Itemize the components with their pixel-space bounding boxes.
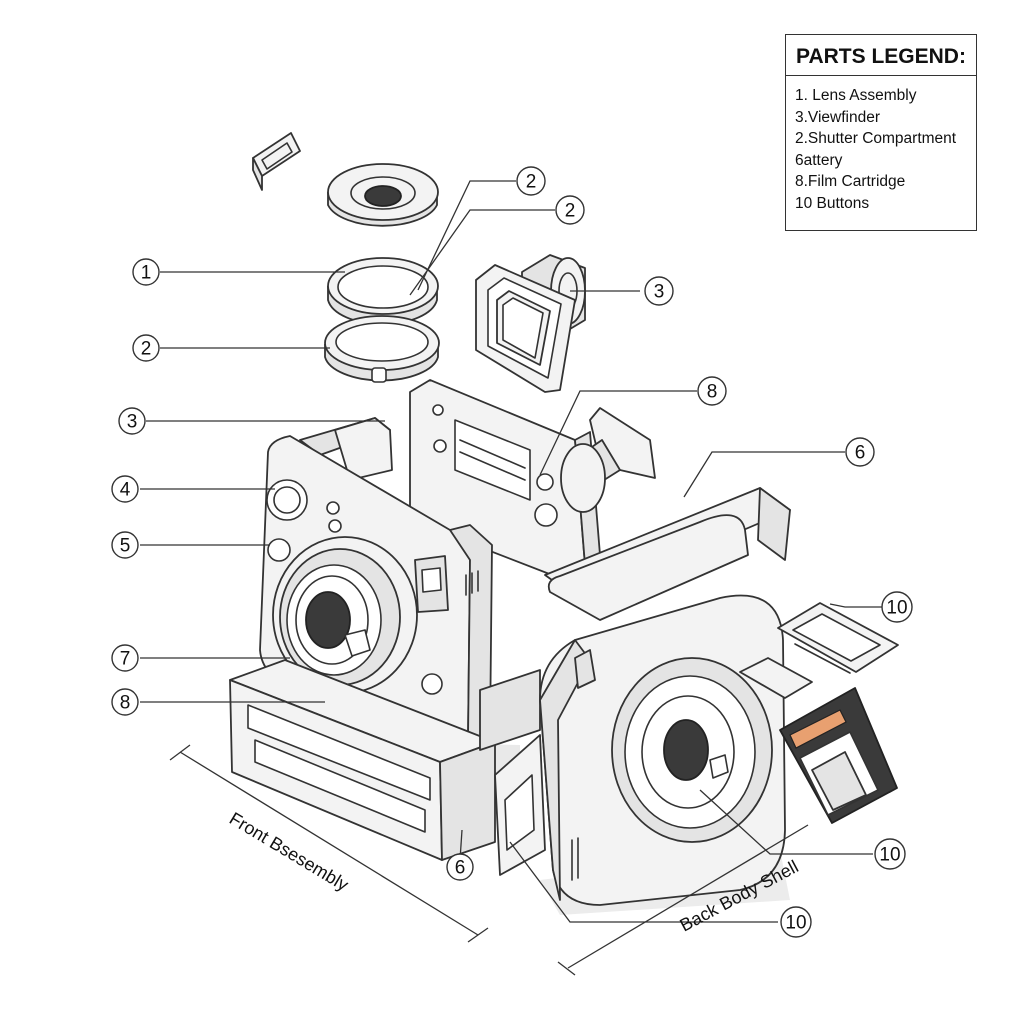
svg-text:4: 4: [120, 480, 131, 501]
legend-item: 6attery: [795, 151, 843, 169]
svg-text:10: 10: [785, 913, 806, 934]
svg-text:2: 2: [141, 339, 152, 360]
svg-text:10: 10: [879, 845, 900, 866]
svg-text:7: 7: [120, 649, 131, 670]
legend-item: 1. Lens Assembly: [795, 87, 917, 104]
film-cartridge: [779, 687, 898, 824]
svg-text:8: 8: [120, 693, 131, 714]
svg-text:5: 5: [120, 536, 131, 557]
legend-list: 1. Lens Assembly 3.Viewfinder 2.Shutter …: [786, 76, 976, 214]
svg-text:1: 1: [141, 263, 152, 284]
leader-lines: [140, 180, 882, 976]
svg-text:10: 10: [886, 598, 907, 619]
front-bottom-tray: [229, 659, 541, 861]
callout-10-mid: 10: [874, 838, 906, 870]
callout-3-left: 3: [118, 407, 146, 435]
svg-text:3: 3: [654, 282, 665, 303]
viewfinder-part: [475, 254, 586, 393]
legend-item: 2.Shutter Compartment: [795, 130, 957, 147]
callout-8-left: 8: [111, 688, 139, 716]
callout-1: 1: [132, 258, 160, 286]
callout-7: 7: [111, 644, 139, 672]
svg-text:2: 2: [565, 201, 576, 222]
callout-6-right: 6: [845, 437, 875, 467]
callout-3-right: 3: [644, 276, 674, 306]
callout-4: 4: [111, 475, 139, 503]
front-assembly-label: Front Bsesembly: [226, 808, 352, 895]
callout-2-mid: 2: [555, 195, 585, 225]
callout-10-top: 10: [881, 591, 913, 623]
legend-title: PARTS LEGEND:: [786, 45, 976, 76]
svg-text:8: 8: [707, 382, 718, 403]
back-body-shell: [539, 487, 791, 906]
legend-item: 10 Buttons: [795, 194, 870, 212]
small-frame-part: [252, 132, 301, 191]
callout-2-left: 2: [132, 334, 160, 362]
lens-ring-top: [327, 163, 439, 227]
small-plate: [739, 657, 813, 699]
callout-8-right: 8: [697, 376, 727, 406]
lens-ring-2: [324, 315, 440, 383]
callout-5: 5: [111, 531, 139, 559]
side-bracket: [494, 734, 546, 876]
svg-text:6: 6: [855, 443, 866, 464]
parts-legend: PARTS LEGEND: 1. Lens Assembly 3.Viewfin…: [785, 34, 977, 231]
callout-6-bottom: 6: [446, 853, 474, 881]
callout-10-bottom: 10: [780, 906, 812, 938]
callouts: 1 2 3 4 5 7 8 2 2 3 8 6 10 10 10 6: [111, 166, 913, 938]
film-holder: [777, 602, 899, 674]
callout-2-top: 2: [516, 166, 546, 196]
svg-text:2: 2: [526, 172, 537, 193]
svg-text:6: 6: [455, 858, 466, 879]
legend-item: 8.Film Cartridge: [795, 173, 906, 190]
svg-text:3: 3: [127, 412, 138, 433]
lens-ring-1: [327, 257, 439, 326]
legend-item: 3.Viewfinder: [795, 108, 881, 126]
